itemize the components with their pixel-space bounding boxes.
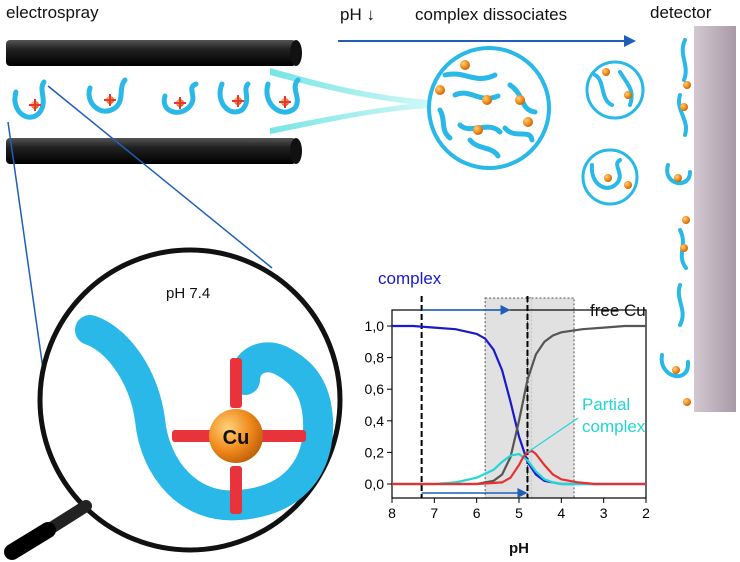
large-droplet: [427, 46, 551, 170]
zoom-lines: [7, 85, 273, 377]
droplet-upper: [585, 60, 645, 120]
y-tick-label-5: 1,0: [365, 318, 385, 334]
annotation-partial-complex: complex: [582, 417, 646, 436]
x-tick-label-0: 8: [388, 505, 396, 521]
detector-label: detector: [650, 3, 712, 22]
spray-plume: [270, 68, 430, 134]
annotation-free-cu: free Cu: [590, 301, 646, 320]
zoom-cu-label: Cu: [223, 427, 250, 449]
speciation-chart: 8 7 6 5 4 3 2 0,0 0,2 0,4 0,6 0,8 1,0: [365, 296, 650, 521]
arrow-upper-head: [500, 305, 511, 315]
capillary-bottom: [6, 138, 296, 164]
series-line-3: [392, 449, 646, 486]
x-tick-label-3: 5: [515, 505, 523, 521]
zoom-ligands: [172, 358, 306, 514]
y-tick-label-2: 0,4: [365, 413, 385, 429]
x-tick-label-1: 7: [430, 505, 438, 521]
dissociation-arrow: [338, 35, 636, 47]
electrospray-label: electrospray: [6, 3, 99, 22]
x-tick-label-2: 6: [473, 505, 481, 521]
channel-ligands: [29, 94, 291, 111]
complex-dissociates-label: complex dissociates: [415, 5, 567, 24]
arrow-lower-head: [517, 488, 528, 498]
x-tick-label-6: 2: [642, 505, 650, 521]
detector-cu-ions: [672, 81, 691, 406]
y-tick-label-3: 0,6: [365, 381, 385, 397]
detector-species: [659, 38, 692, 379]
ph-down-label: pH ↓: [340, 5, 375, 24]
y-tick-label-4: 0,8: [365, 350, 385, 366]
partial-pointer: [527, 417, 579, 453]
annotation-complex: complex: [378, 269, 442, 288]
ph-zoom-label: pH 7.4: [166, 285, 210, 302]
detector-plate: [694, 26, 736, 412]
droplet-lower: [581, 148, 639, 206]
zoom-cu-ball: [209, 409, 263, 463]
x-tick-label-5: 3: [600, 505, 608, 521]
capillary-top: [6, 40, 296, 66]
y-tick-label-0: 0,0: [365, 476, 385, 492]
channel-cu-ions: [31, 96, 289, 109]
zoom-strand: [75, 315, 334, 521]
annotation-partial: Partial: [582, 395, 630, 414]
channel-complexes: [12, 77, 301, 120]
magnifier: [4, 247, 343, 560]
x-axis-label: pH: [509, 540, 529, 557]
x-tick-label-4: 4: [557, 505, 565, 521]
y-tick-label-1: 0,2: [365, 444, 385, 460]
